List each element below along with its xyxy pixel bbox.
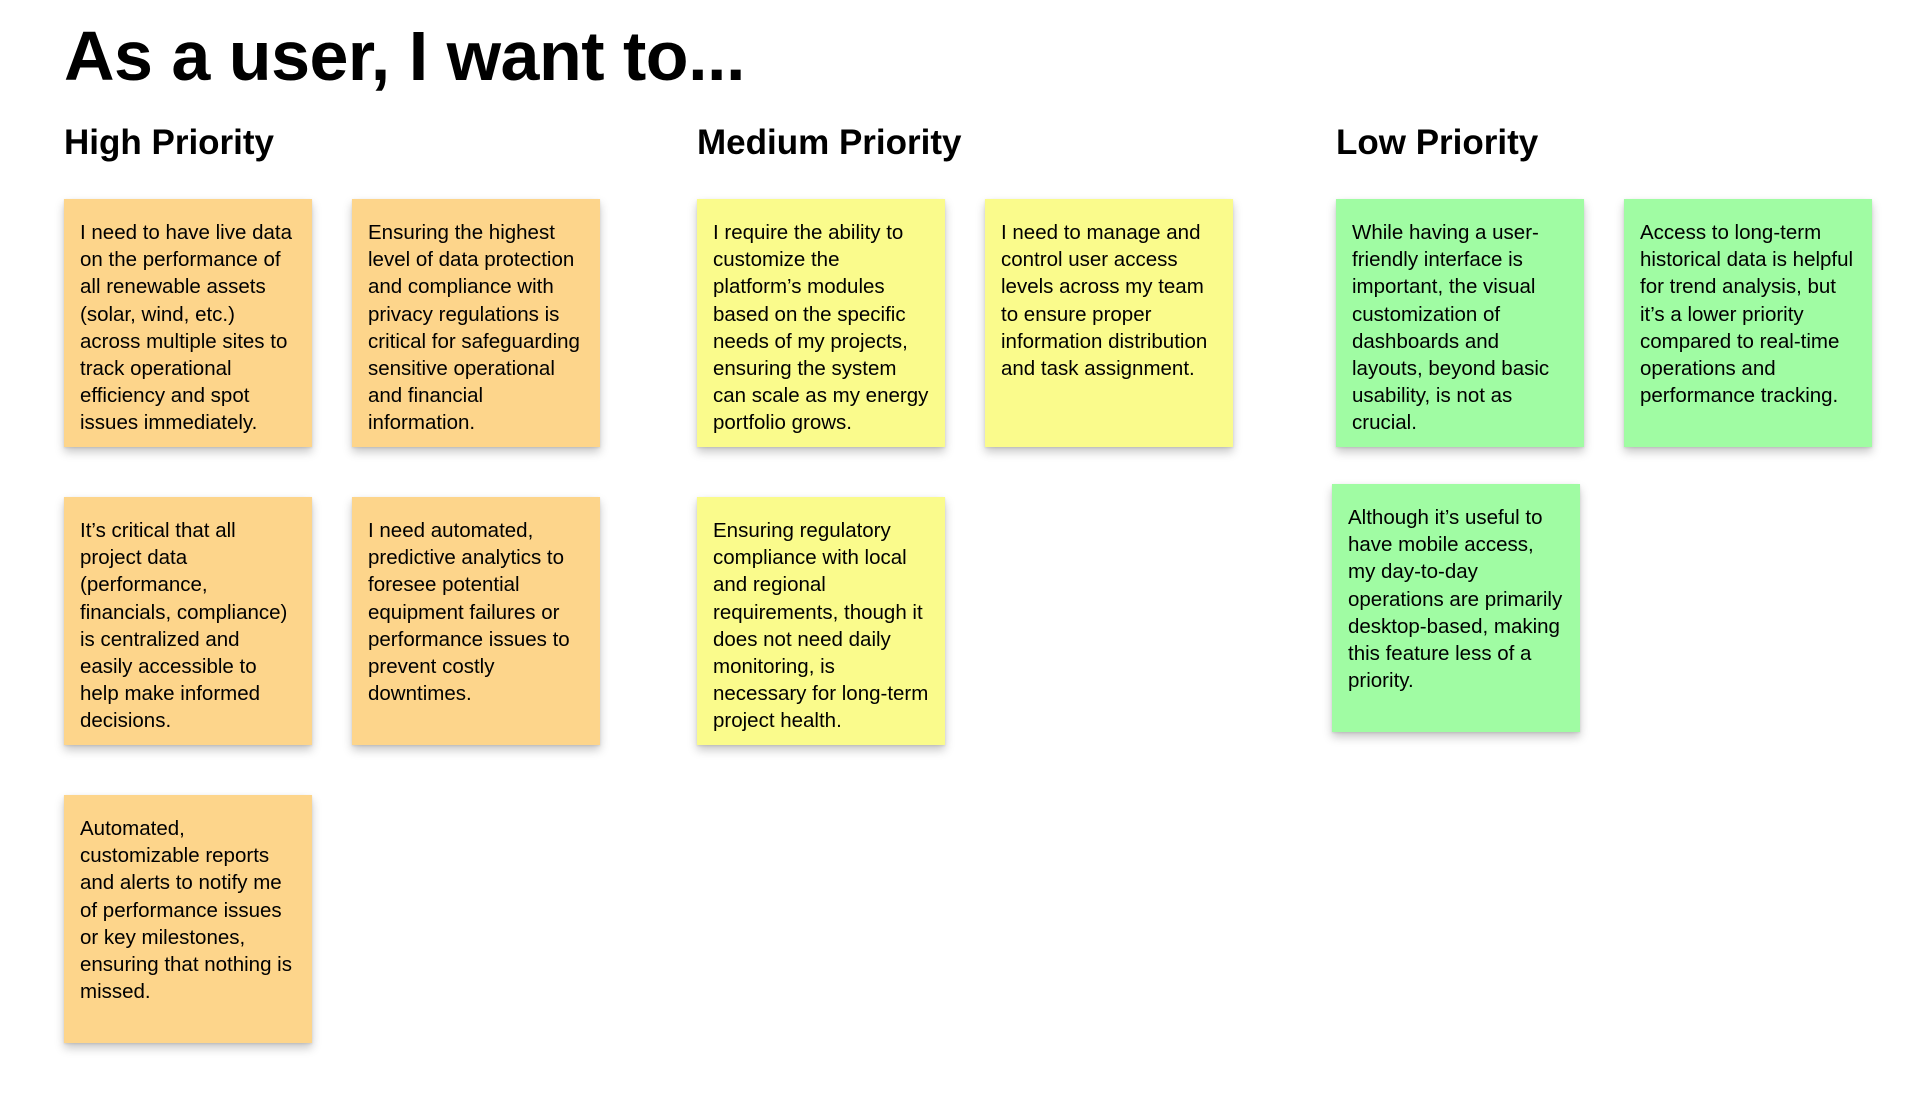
sticky-note-text: I need to have live data on the performa… [80, 221, 292, 435]
sticky-note-text: Ensuring the highest level of data prote… [368, 221, 580, 435]
sticky-note-text: I require the ability to customize the p… [713, 221, 929, 435]
sticky-note-high-3[interactable]: It’s critical that all project data (per… [64, 497, 312, 745]
sticky-note-low-2[interactable]: Access to long-term historical data is h… [1624, 199, 1872, 447]
low-priority-heading: Low Priority [1336, 123, 1539, 162]
sticky-note-medium-1[interactable]: I require the ability to customize the p… [697, 199, 945, 447]
sticky-note-medium-2[interactable]: I need to manage and control user access… [985, 199, 1233, 447]
sticky-note-text: Automated, customizable reports and aler… [80, 817, 292, 1004]
sticky-note-low-1[interactable]: While having a user-friendly interface i… [1336, 199, 1584, 447]
high-priority-heading: High Priority [64, 123, 275, 162]
medium-priority-heading: Medium Priority [697, 123, 962, 162]
sticky-note-low-3[interactable]: Although it’s useful to have mobile acce… [1332, 484, 1580, 732]
sticky-note-text: I need to manage and control user access… [1001, 221, 1208, 381]
sticky-note-text: Although it’s useful to have mobile acce… [1348, 506, 1563, 693]
sticky-note-text: It’s critical that all project data (per… [80, 519, 288, 733]
sticky-note-high-5[interactable]: Automated, customizable reports and aler… [64, 795, 312, 1043]
sticky-note-high-1[interactable]: I need to have live data on the performa… [64, 199, 312, 447]
sticky-note-text: Ensuring regulatory compliance with loca… [713, 519, 929, 733]
sticky-note-medium-3[interactable]: Ensuring regulatory compliance with loca… [697, 497, 945, 745]
sticky-note-text: Access to long-term historical data is h… [1640, 221, 1854, 408]
board-title: As a user, I want to... [64, 17, 745, 95]
sticky-note-text: While having a user-friendly interface i… [1352, 221, 1550, 435]
sticky-note-high-4[interactable]: I need automated, predictive analytics t… [352, 497, 600, 745]
sticky-note-high-2[interactable]: Ensuring the highest level of data prote… [352, 199, 600, 447]
sticky-note-text: I need automated, predictive analytics t… [368, 519, 570, 706]
